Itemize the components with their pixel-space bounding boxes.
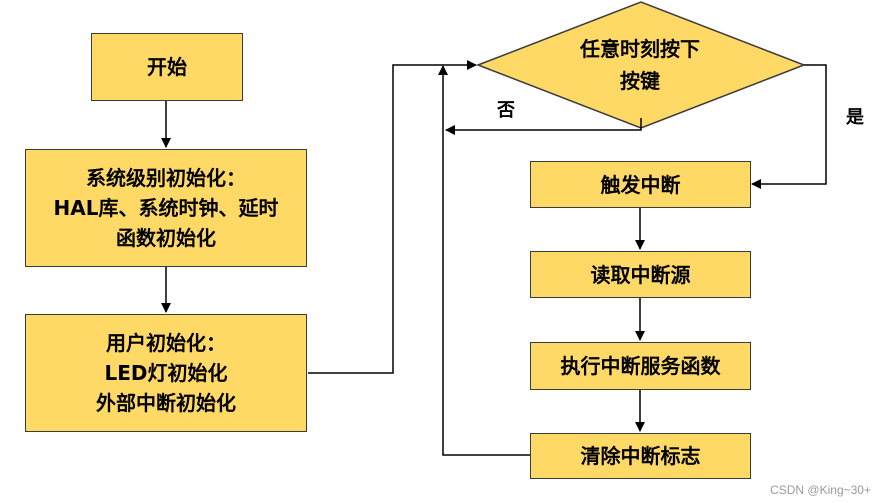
- yes-label: 是: [846, 107, 864, 128]
- user-init-line-3: 外部中断初始化: [96, 391, 236, 415]
- arrow-no-branch: [445, 118, 642, 135]
- start-label: 开始: [147, 55, 187, 79]
- decision-line-1: 任意时刻按下: [580, 37, 700, 61]
- execute-isr-node: 执行中断服务函数: [530, 342, 751, 390]
- clear-flag-label: 清除中断标志: [580, 444, 701, 468]
- read-source-node: 读取中断源: [530, 251, 751, 298]
- arrow-user-to-decision: [308, 60, 477, 374]
- execute-isr-label: 执行中断服务函数: [560, 354, 721, 378]
- read-source-label: 读取中断源: [590, 262, 691, 287]
- clear-flag-node: 清除中断标志: [530, 433, 751, 479]
- decision-label: 任意时刻按下 按键: [520, 33, 760, 97]
- trigger-interrupt-node: 触发中断: [530, 161, 751, 208]
- trigger-label: 触发中断: [600, 172, 681, 197]
- user-init-line-2: LED灯初始化: [104, 361, 228, 385]
- system-init-line-3: 函数初始化: [116, 226, 216, 250]
- arrow-yes-branch: [751, 64, 827, 189]
- system-init-line-2: HAL库、系统时钟、延时: [53, 196, 279, 220]
- system-init-line-1: 系统级别初始化：: [86, 166, 246, 190]
- user-init-node: 用户初始化： LED灯初始化 外部中断初始化: [25, 314, 307, 432]
- start-node: 开始: [91, 33, 243, 101]
- user-init-line-1: 用户初始化：: [106, 331, 226, 355]
- arrow-loop-return: [438, 65, 530, 456]
- no-label: 否: [497, 100, 515, 121]
- system-init-node: 系统级别初始化： HAL库、系统时钟、延时 函数初始化: [25, 149, 307, 267]
- decision-line-2: 按键: [620, 69, 660, 93]
- watermark: CSDN @King~30+: [770, 483, 871, 497]
